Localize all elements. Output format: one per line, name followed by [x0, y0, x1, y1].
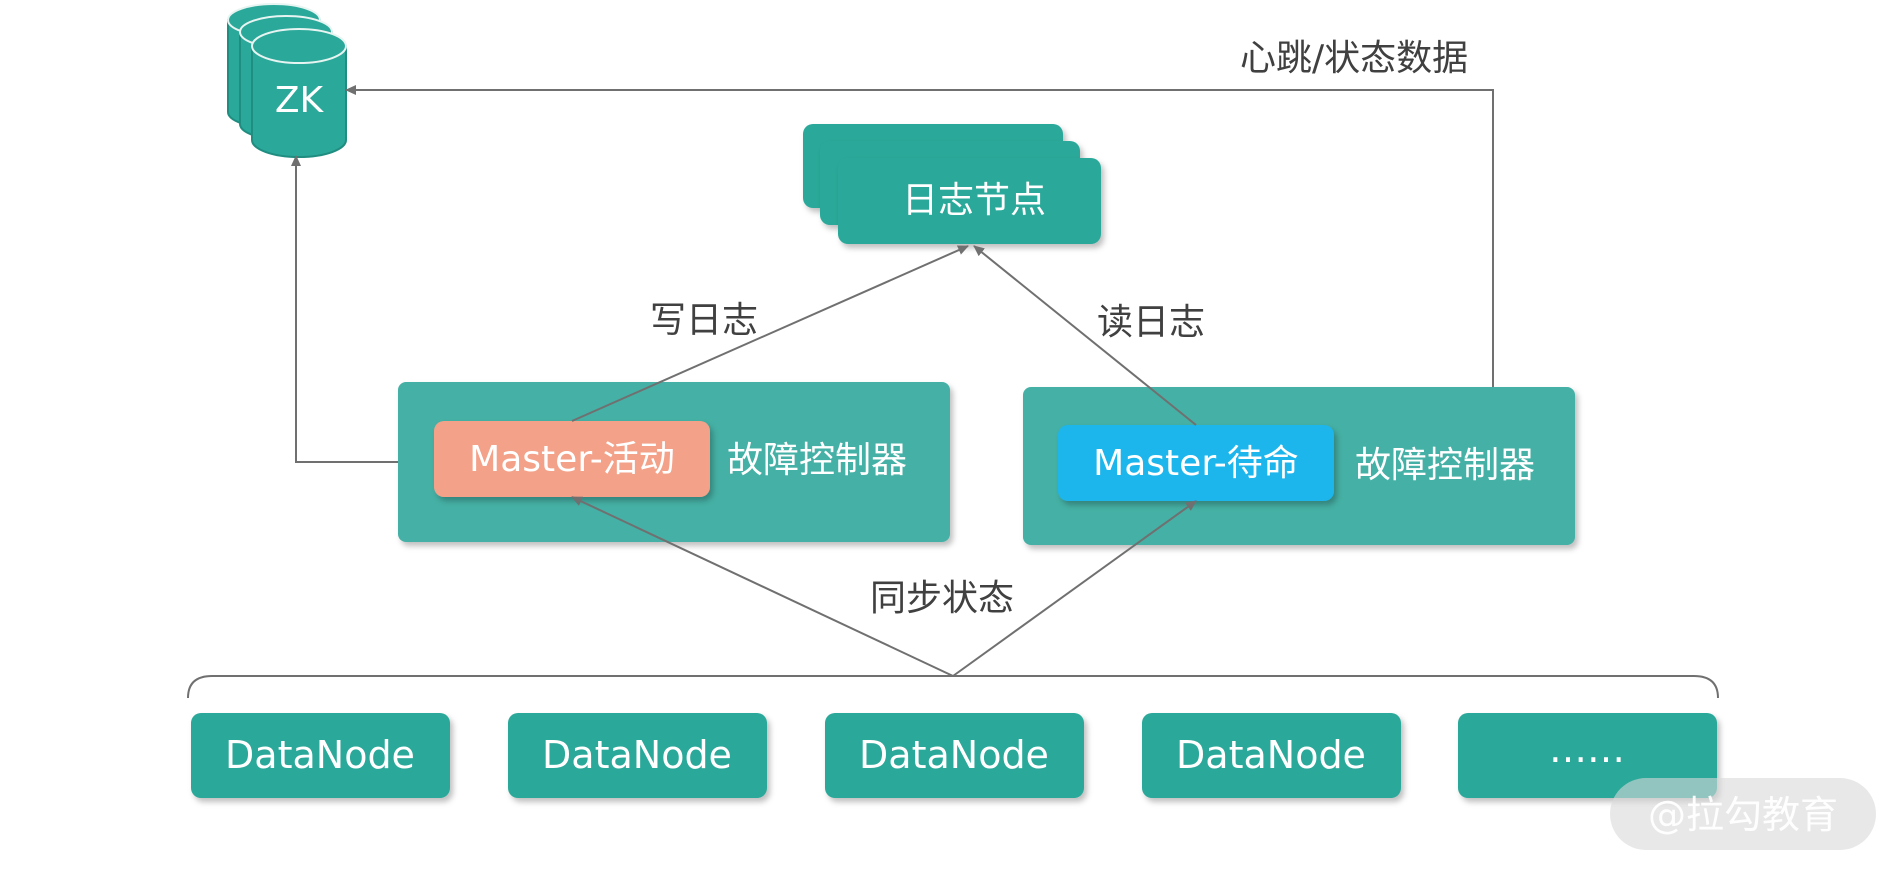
zk-node: ZK [227, 3, 347, 158]
master-active-box [434, 421, 710, 497]
heartbeat-label: 心跳/状态数据 [1240, 38, 1468, 79]
zk-label: ZK [275, 80, 325, 121]
datanode-box: DataNode [1142, 713, 1401, 798]
watermark: @拉勾教育 [1610, 778, 1876, 850]
datanode-ellipsis-label: …… [1549, 727, 1625, 771]
master-standby-box [1058, 425, 1334, 501]
connectors [187, 85, 1719, 699]
left-failover-controller-label: 故障控制器 [727, 440, 907, 481]
log-node-label: 日志节点 [902, 180, 1046, 221]
datanode-row: DataNode DataNode DataNode DataNode …… [191, 713, 1717, 798]
write-log-label: 写日志 [650, 300, 758, 341]
sync-to-standby-arrow [952, 500, 1197, 677]
sync-state-label: 同步状态 [870, 578, 1014, 619]
datanode-label: DataNode [859, 733, 1049, 777]
write-log-arrow [571, 245, 969, 422]
datanode-box: DataNode [825, 713, 1084, 798]
master-active-label: Master-活动 [469, 439, 675, 480]
left-group: Master-活动 故障控制器 [398, 382, 950, 542]
datanode-box: DataNode [191, 713, 450, 798]
datanode-label: DataNode [1176, 733, 1366, 777]
datanode-label: DataNode [225, 733, 415, 777]
log-node: 日志节点 [803, 124, 1101, 244]
datanode-label: DataNode [542, 733, 732, 777]
active-to-zk-arrow [291, 155, 398, 463]
log-node-layer-3 [838, 158, 1101, 244]
master-standby-label: Master-待命 [1093, 443, 1299, 484]
zk-cylinder-front [251, 28, 347, 158]
datanode-box: DataNode [508, 713, 767, 798]
sync-to-active-arrow [571, 496, 954, 677]
watermark-text: @拉勾教育 [1648, 793, 1838, 837]
heartbeat-arrow [345, 85, 1494, 387]
read-log-arrow [973, 245, 1197, 426]
datanode-ellipsis-box: …… [1458, 713, 1717, 798]
right-group: Master-待命 故障控制器 [1023, 387, 1575, 545]
datanode-brace [187, 675, 1719, 699]
right-failover-controller-label: 故障控制器 [1355, 445, 1535, 486]
read-log-label: 读日志 [1097, 302, 1205, 343]
